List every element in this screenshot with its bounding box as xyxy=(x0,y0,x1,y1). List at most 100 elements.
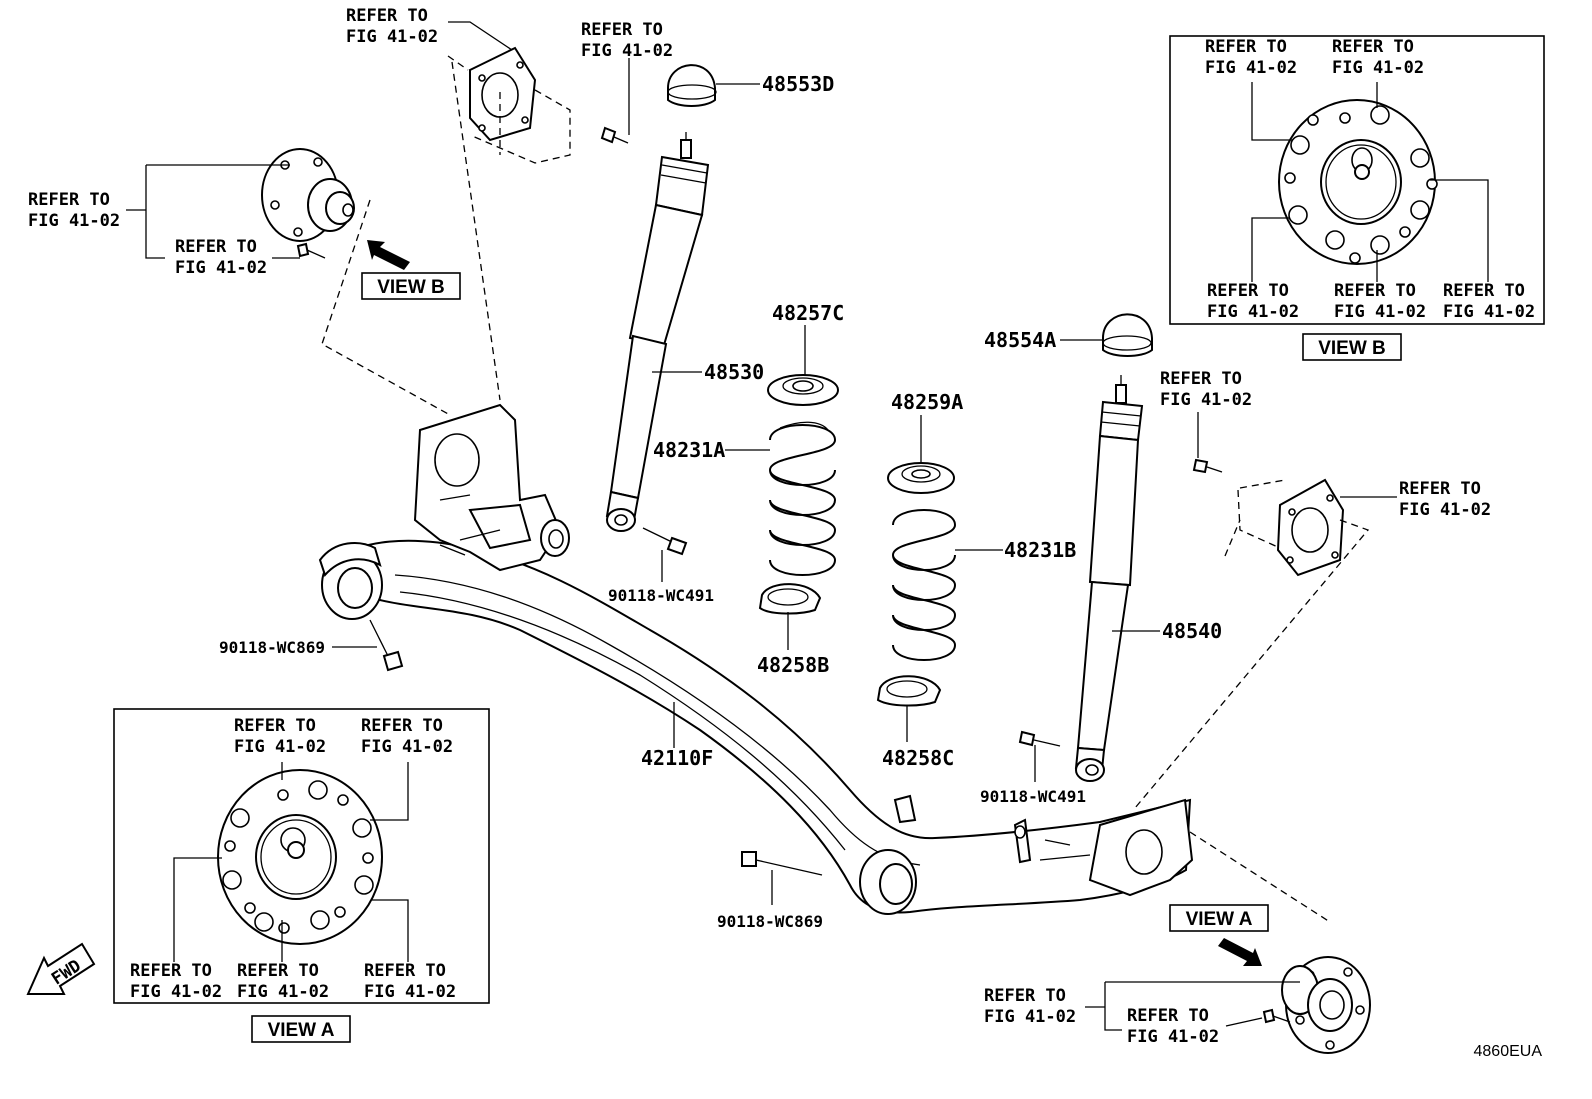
backing-plate-top-left xyxy=(469,46,537,142)
view-a-arrow xyxy=(1218,938,1262,966)
refer-label-left-hub: REFER TO FIG 41-02 xyxy=(28,190,120,231)
view-a-label-bottom-right: VIEW A xyxy=(1169,904,1269,932)
svg-text:REFER TO: REFER TO xyxy=(28,190,110,210)
refer-label-top-bolt: REFER TO FIG 41-02 xyxy=(581,20,673,61)
bolt-90118-WC869-right xyxy=(741,851,823,876)
svg-text:VIEW B: VIEW B xyxy=(377,277,445,298)
svg-text:REFER TO: REFER TO xyxy=(364,961,446,981)
svg-text:REFER TO: REFER TO xyxy=(346,6,428,26)
view-b-arrow xyxy=(367,240,410,270)
hub-bolt-top-left xyxy=(296,242,326,259)
part-number-90118-WC869-left: 90118-WC869 xyxy=(219,638,325,657)
svg-text:REFER TO: REFER TO xyxy=(361,716,443,736)
upper-spring-seat-48259A xyxy=(887,462,955,494)
coil-spring-48231A xyxy=(768,421,837,576)
svg-text:REFER TO: REFER TO xyxy=(984,986,1066,1006)
refer-label-bottom-right-bolt: REFER TO FIG 41-02 xyxy=(1127,1006,1219,1047)
coil-spring-48231B xyxy=(891,509,957,661)
svg-text:FIG 41-02: FIG 41-02 xyxy=(364,982,456,1002)
part-number-90118-WC869-right: 90118-WC869 xyxy=(717,912,823,931)
svg-text:FIG 41-02: FIG 41-02 xyxy=(1332,58,1424,78)
svg-text:FIG 41-02: FIG 41-02 xyxy=(237,982,329,1002)
svg-text:REFER TO: REFER TO xyxy=(1443,281,1525,301)
bolt-90118-WC869-left xyxy=(369,619,404,672)
fwd-direction-arrow: FWD xyxy=(26,942,96,995)
refer-label-top-left-plate: REFER TO FIG 41-02 xyxy=(346,6,438,47)
svg-text:FIG 41-02: FIG 41-02 xyxy=(361,737,453,757)
refer-label-view-b-1: REFER TO FIG 41-02 xyxy=(1205,37,1297,78)
bolt-shock-upper-right xyxy=(1192,458,1223,474)
bump-stopper-cap-48554A xyxy=(1102,313,1153,357)
refer-label-view-a-4: REFER TO FIG 41-02 xyxy=(237,961,329,1002)
svg-text:REFER TO: REFER TO xyxy=(1207,281,1289,301)
refer-label-view-b-2: REFER TO FIG 41-02 xyxy=(1332,37,1424,78)
diagram-code: 4860EUA xyxy=(1474,1043,1543,1060)
lower-spring-insulator-48258B xyxy=(758,583,822,615)
backing-plate-right xyxy=(1276,478,1345,577)
view-a-inset xyxy=(113,708,490,1004)
refer-label-view-a-5: REFER TO FIG 41-02 xyxy=(364,961,456,1002)
svg-text:FIG 41-02: FIG 41-02 xyxy=(234,737,326,757)
svg-text:REFER TO: REFER TO xyxy=(237,961,319,981)
svg-text:REFER TO: REFER TO xyxy=(130,961,212,981)
svg-text:REFER TO: REFER TO xyxy=(581,20,663,40)
svg-text:VIEW A: VIEW A xyxy=(268,1020,335,1041)
part-number-48540: 48540 xyxy=(1162,619,1222,643)
projection-lines xyxy=(321,55,1370,923)
svg-text:REFER TO: REFER TO xyxy=(175,237,257,257)
refer-label-view-a-1: REFER TO FIG 41-02 xyxy=(234,716,326,757)
hub-bolt-bottom-right xyxy=(1262,1008,1291,1024)
svg-text:FIG 41-02: FIG 41-02 xyxy=(1399,500,1491,520)
part-number-48231A: 48231A xyxy=(653,438,725,462)
part-number-48258C: 48258C xyxy=(882,746,954,770)
svg-text:FIG 41-02: FIG 41-02 xyxy=(581,41,673,61)
refer-label-view-a-2: REFER TO FIG 41-02 xyxy=(361,716,453,757)
part-number-48259A: 48259A xyxy=(891,390,963,414)
svg-text:REFER TO: REFER TO xyxy=(1334,281,1416,301)
refer-label-view-b-3: REFER TO FIG 41-02 xyxy=(1207,281,1299,322)
svg-text:FIG 41-02: FIG 41-02 xyxy=(1443,302,1535,322)
refer-label-right-plate: REFER TO FIG 41-02 xyxy=(1399,479,1491,520)
svg-text:REFER TO: REFER TO xyxy=(1332,37,1414,57)
svg-text:REFER TO: REFER TO xyxy=(1399,479,1481,499)
bolt-90118-WC491-left xyxy=(642,527,688,556)
bolt-shock-upper-left xyxy=(600,126,629,144)
leader-lines xyxy=(126,21,1489,1031)
bump-stopper-cap-48553D xyxy=(667,64,717,107)
svg-text:REFER TO: REFER TO xyxy=(1127,1006,1209,1026)
bolt-90118-WC491-right xyxy=(1018,730,1061,747)
refer-label-left-hub-bolt: REFER TO FIG 41-02 xyxy=(175,237,267,278)
refer-label-right-bolt: REFER TO FIG 41-02 xyxy=(1160,369,1252,410)
hub-bearing-top-left xyxy=(261,148,355,242)
svg-text:REFER TO: REFER TO xyxy=(1160,369,1242,389)
shock-absorber-48540 xyxy=(1074,375,1144,782)
refer-label-view-b-4: REFER TO FIG 41-02 xyxy=(1334,281,1426,322)
refer-label-bottom-right-hub: REFER TO FIG 41-02 xyxy=(984,986,1076,1027)
view-b-label-inset: VIEW B xyxy=(1302,333,1402,361)
part-number-48554A: 48554A xyxy=(984,328,1056,352)
svg-text:REFER TO: REFER TO xyxy=(234,716,316,736)
svg-text:FIG 41-02: FIG 41-02 xyxy=(1205,58,1297,78)
part-number-90118-WC491-left: 90118-WC491 xyxy=(608,586,714,605)
part-number-48231B: 48231B xyxy=(1004,538,1076,562)
refer-label-view-b-5: REFER TO FIG 41-02 xyxy=(1443,281,1535,322)
refer-label-view-a-3: REFER TO FIG 41-02 xyxy=(130,961,222,1002)
svg-text:FIG 41-02: FIG 41-02 xyxy=(1160,390,1252,410)
part-number-48530: 48530 xyxy=(704,360,764,384)
part-number-48258B: 48258B xyxy=(757,653,829,677)
svg-text:VIEW A: VIEW A xyxy=(1186,909,1253,930)
part-number-42110F: 42110F xyxy=(641,746,713,770)
shock-absorber-48530 xyxy=(605,132,710,532)
svg-text:FIG 41-02: FIG 41-02 xyxy=(28,211,120,231)
svg-text:VIEW B: VIEW B xyxy=(1318,338,1386,359)
svg-text:FIG 41-02: FIG 41-02 xyxy=(175,258,267,278)
upper-spring-seat-48257C xyxy=(767,374,839,406)
svg-text:FIG 41-02: FIG 41-02 xyxy=(130,982,222,1002)
view-a-label-inset: VIEW A xyxy=(251,1015,351,1043)
svg-text:FIG 41-02: FIG 41-02 xyxy=(1207,302,1299,322)
part-number-48257C: 48257C xyxy=(772,301,844,325)
svg-text:REFER TO: REFER TO xyxy=(1205,37,1287,57)
torsion-beam-axle xyxy=(318,403,1194,915)
svg-text:FIG 41-02: FIG 41-02 xyxy=(1127,1027,1219,1047)
